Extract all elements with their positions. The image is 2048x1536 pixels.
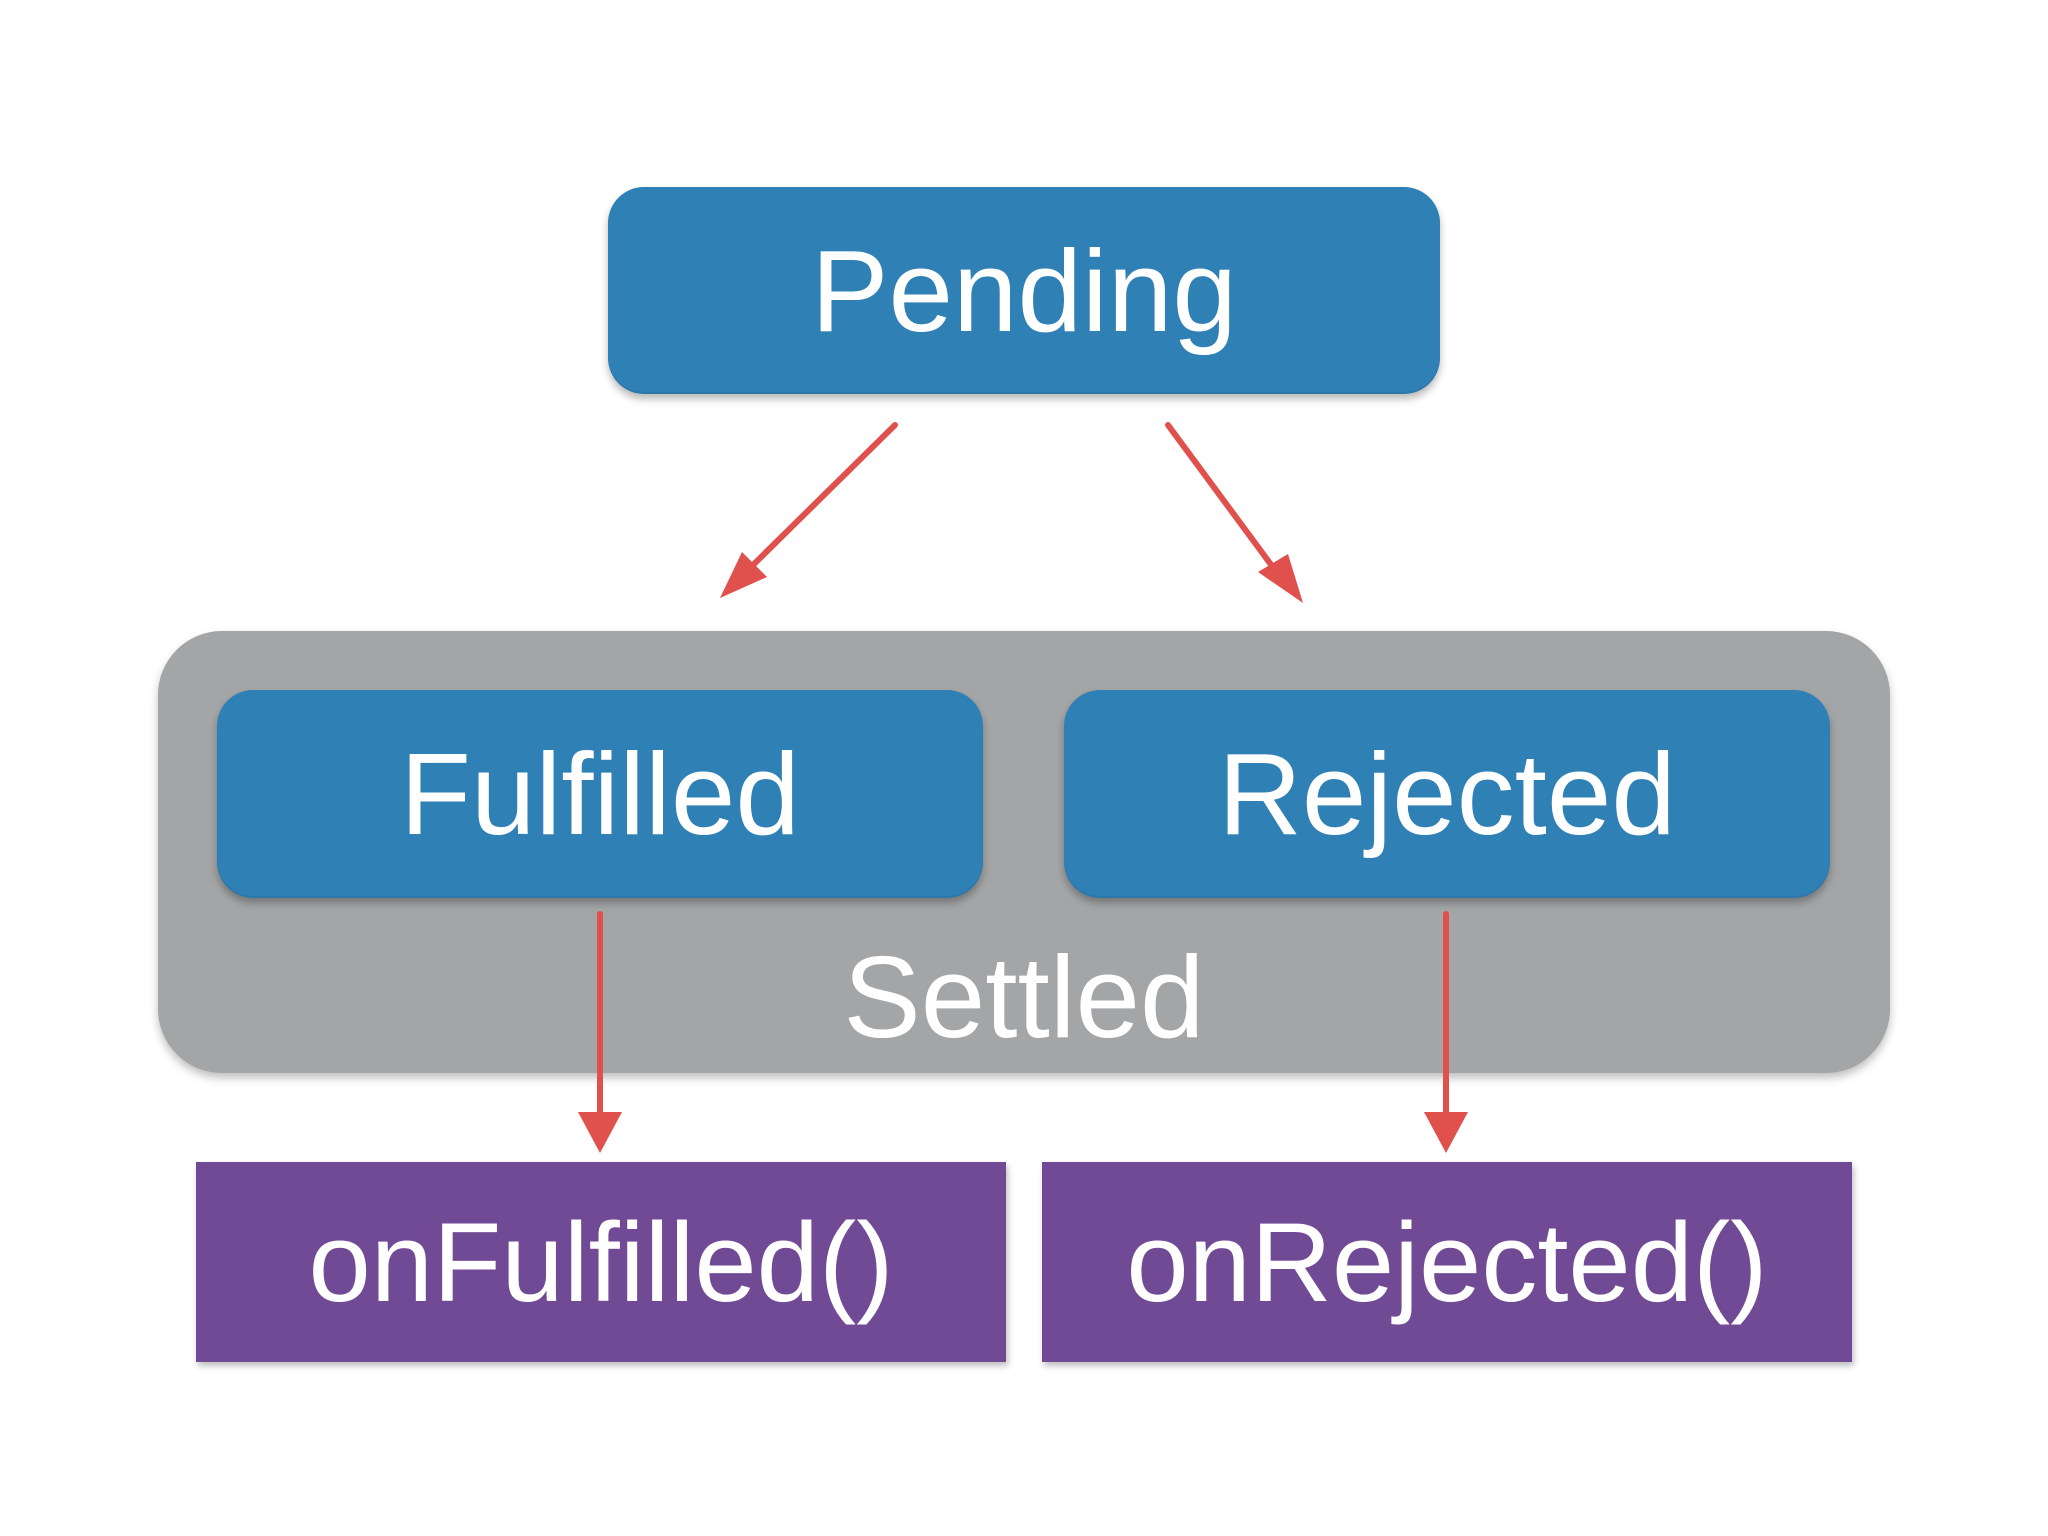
pending-node: Pending [608, 187, 1440, 394]
settled-label: Settled [843, 932, 1205, 1062]
on-fulfilled-node: onFulfilled() [196, 1162, 1006, 1362]
on-fulfilled-label: onFulfilled() [308, 1199, 894, 1325]
arrow-pending-to-rejected [1165, 422, 1303, 603]
on-rejected-node: onRejected() [1042, 1162, 1852, 1362]
rejected-label: Rejected [1218, 729, 1676, 859]
on-rejected-label: onRejected() [1126, 1199, 1768, 1325]
rejected-node: Rejected [1064, 690, 1830, 898]
pending-label: Pending [811, 225, 1237, 356]
fulfilled-label: Fulfilled [400, 729, 800, 859]
arrow-pending-to-fulfilled [720, 422, 898, 598]
fulfilled-node: Fulfilled [217, 690, 983, 898]
